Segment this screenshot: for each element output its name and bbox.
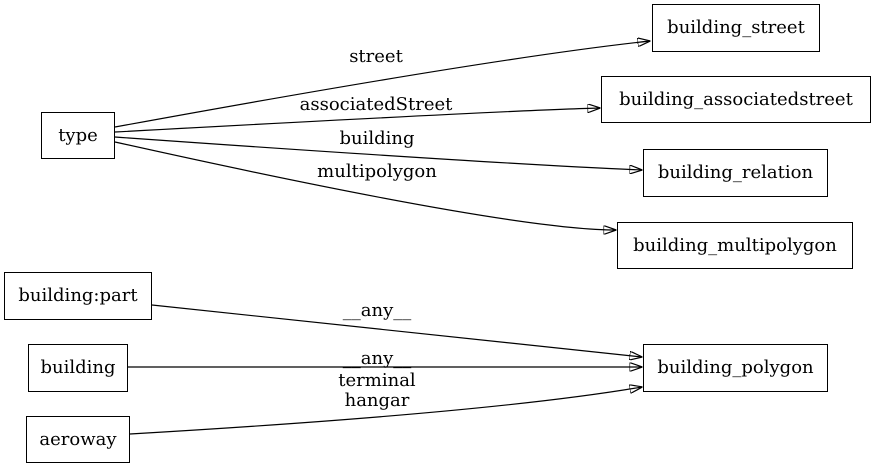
node-building-relation: building_relation xyxy=(643,149,828,197)
node-type: type xyxy=(41,112,115,159)
node-building-multipolygon: building_multipolygon xyxy=(617,222,853,269)
edge-label-associatedstreet: associatedStreet xyxy=(299,94,453,115)
edge-label-any-buildingpart: __any__ xyxy=(342,300,412,321)
node-building: building xyxy=(28,344,128,392)
node-aeroway: aeroway xyxy=(26,416,130,463)
edge-label-any-building: __any__ xyxy=(342,348,412,369)
edge-aeroway-building-polygon xyxy=(129,387,642,435)
edge-type-building-street xyxy=(114,41,650,128)
edge-label-building: building xyxy=(339,128,415,149)
edge-type-building-multipolygon xyxy=(114,141,616,230)
edge-label-terminal-hangar: terminal hangar xyxy=(338,370,416,411)
edge-label-street: street xyxy=(349,46,403,67)
edge-type-building-associatedstreet xyxy=(114,108,600,133)
edge-buildingpart-building-polygon xyxy=(151,304,642,357)
edge-type-building-relation xyxy=(114,136,642,170)
node-building-part: building:part xyxy=(4,272,152,320)
node-building-polygon: building_polygon xyxy=(643,344,828,392)
edge-label-multipolygon: multipolygon xyxy=(317,161,437,182)
node-building-associatedstreet: building_associatedstreet xyxy=(601,76,871,123)
node-building-street: building_street xyxy=(652,4,820,52)
